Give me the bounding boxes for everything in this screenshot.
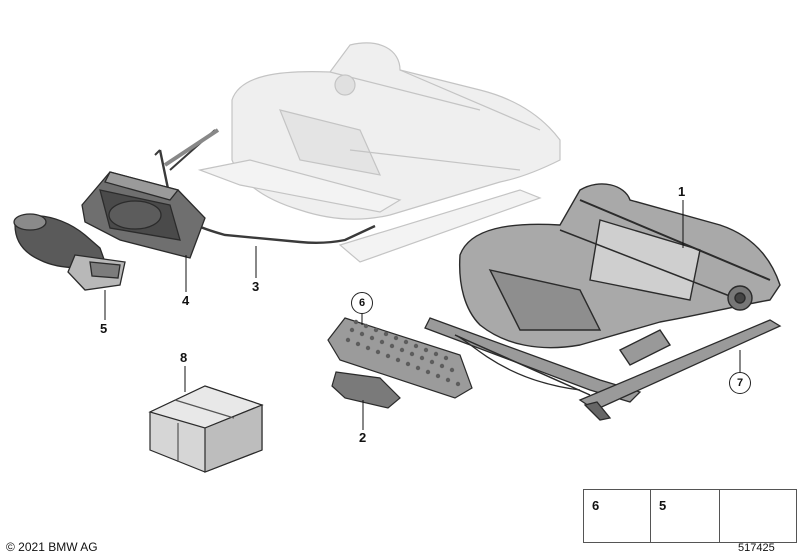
legend-cell-orientation	[720, 490, 796, 542]
copyright-text: © 2021 BMW AG	[6, 540, 98, 554]
callout-1[interactable]: 1	[678, 184, 686, 199]
ghost-seat-frame	[197, 42, 561, 263]
part-7-seat-rail	[424, 317, 782, 421]
part-4-housing-shell	[81, 171, 206, 259]
diagram-reference-number: 517425	[738, 542, 775, 554]
callout-6[interactable]: 6	[351, 292, 373, 314]
part-2-seat-pan-mat	[327, 317, 473, 409]
callout-7[interactable]: 7	[729, 372, 751, 394]
callout-5[interactable]: 5	[100, 321, 108, 336]
legend-cell-6[interactable]: 6	[584, 490, 651, 542]
fastener-legend: 6 5	[583, 489, 797, 543]
legend-cell-5[interactable]: 5	[651, 490, 720, 542]
callout-2[interactable]: 2	[359, 430, 367, 445]
callout-3[interactable]: 3	[252, 279, 260, 294]
leader-lines	[104, 200, 741, 430]
legend-label-6: 6	[592, 498, 600, 513]
legend-label-5: 5	[659, 498, 667, 513]
part-8-repair-kit-box	[148, 385, 264, 473]
callout-4[interactable]: 4	[182, 293, 190, 308]
callout-8[interactable]: 8	[180, 350, 188, 365]
part-5-actuator-motor	[13, 213, 126, 291]
part-1-seat-frame	[458, 183, 781, 366]
